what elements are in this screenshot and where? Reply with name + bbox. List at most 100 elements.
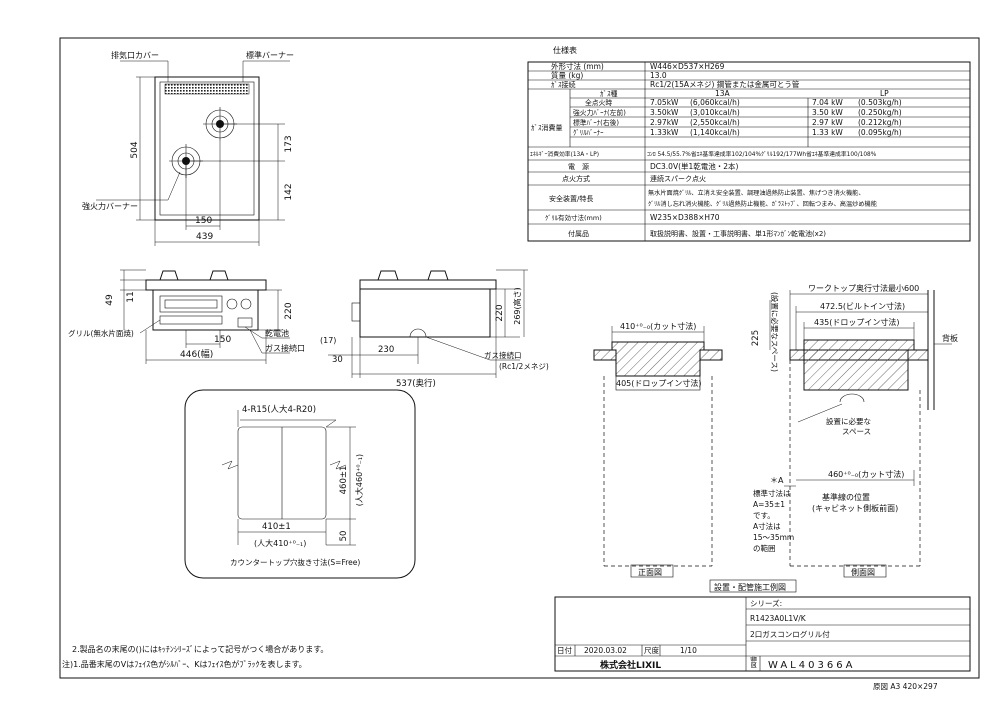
install-side-ref-2: (キャビネット側板前面)	[812, 503, 898, 513]
dim-17: (17)	[320, 336, 336, 345]
install-front-drop-dim: 405(ドロップイン寸法)	[616, 378, 702, 388]
title-block: シリーズ: R1423A0L1V/K 2口ガスコンログリル付 日付 2020.0…	[554, 596, 971, 691]
dim-220-front: 220	[284, 302, 294, 319]
grill-label: グリル(無水片面焼)	[68, 328, 134, 338]
svg-text:(1,140kcal/h): (1,140kcal/h)	[690, 128, 740, 137]
notes: 2.製品名の末尾の()にはｷｯﾁﾝｼﾘｰｽﾞによって記号がつく場合があります。 …	[62, 644, 328, 669]
install-side-ref-1: 基準線の位置	[822, 492, 870, 502]
dim-230: 230	[378, 345, 394, 355]
dim-446: 446(幅)	[180, 348, 213, 360]
svg-text:7.05kW: 7.05kW	[650, 98, 679, 107]
svg-text:2.97kW: 2.97kW	[650, 118, 679, 127]
spec-power-value: DC3.0V(単1乾電池・2本)	[650, 161, 739, 171]
spec-table: 仕様表 外形寸法 (mm) W446×D537×H269 質量 (kg) 13.…	[527, 45, 971, 242]
spec-gas-conn-label: ｶﾞｽ接続	[551, 80, 576, 89]
svg-text:(0.250kg/h): (0.250kg/h)	[858, 108, 902, 117]
spec-row-2: 標準ﾊﾞｰﾅ(右後) 2.97kW (2,550kcal/h) 2.97 kW …	[573, 118, 902, 127]
spec-ignition-value: 連続スパーク点火	[650, 174, 706, 183]
side-view: 220 269(高さ) (17) 30 230 537(奥行) ガス接続口 (R…	[320, 269, 549, 389]
dim-439: 439	[196, 232, 213, 242]
install-side-a-note: 標準寸法は A=35±1 です。 A寸法は 15～35mm の範囲	[753, 488, 794, 553]
install-side-builtin: 472.5(ビルトイン寸法)	[820, 301, 905, 311]
spec-mass-value: 13.0	[650, 71, 667, 80]
spec-col-lp: LP	[880, 89, 889, 98]
svg-text:(3,010kcal/h): (3,010kcal/h)	[690, 108, 740, 117]
svg-text:15～35mm: 15～35mm	[753, 533, 794, 542]
dim-220-side: 220	[495, 304, 505, 321]
install-side-a-mark: ＊A	[770, 476, 784, 485]
svg-text:A寸法は: A寸法は	[753, 521, 781, 531]
spec-power-label: 電 源	[568, 162, 589, 171]
drawing-no-label: 図番	[751, 656, 758, 668]
cutout-radius: 4-R15(人大4-R20)	[242, 404, 316, 415]
spec-energy-label: ｴﾈﾙｷﾞｰ消費効率(13A・LP)	[530, 150, 599, 158]
install-front-unit	[611, 341, 705, 377]
date-label: 日付	[557, 645, 572, 655]
top-view: 排気口カバー 標準バーナー 強火力バーナー 504 173 142 150 43…	[82, 50, 294, 246]
svg-text:(2,550kcal/h): (2,550kcal/h)	[690, 118, 740, 127]
dim-269: 269(高さ)	[512, 287, 522, 325]
spec-mass-label: 質量 (kg)	[551, 70, 583, 80]
install-front-view: 410⁺⁰₋₀(カット寸法) 405(ドロップイン寸法) 正面図	[593, 321, 723, 578]
spec-gas-type-label: ｶﾞｽ種	[600, 90, 618, 98]
front-view: 49 11 220 グリル(無水片面焼) 150 446(幅) 乾電池 ガス接続…	[68, 269, 305, 364]
series-label: シリーズ:	[750, 598, 782, 608]
front-trivets	[159, 270, 229, 281]
svg-text:ｸﾞﾘﾙﾊﾞｰﾅｰ: ｸﾞﾘﾙﾊﾞｰﾅｰ	[573, 129, 604, 137]
svg-text:の範囲: の範囲	[753, 543, 776, 553]
gas-port-icon	[409, 328, 427, 338]
counter-right	[699, 349, 723, 361]
front-knob-icon	[226, 298, 238, 310]
side-top-plate	[359, 279, 497, 290]
cutout-dim-410: 410±1	[262, 522, 291, 532]
cooktop-inner	[159, 81, 255, 216]
install-side-space-1: 設置に必要な	[826, 416, 871, 426]
cutout-dim-460: 460±1	[339, 466, 349, 495]
spec-grill-value: W235×D388×H70	[650, 213, 720, 222]
model-number: R1423A0L1V/K	[750, 614, 807, 623]
spec-accessory-value: 取扱説明書、設置・工事説明書、単1形ﾏﾝｶﾞﾝ乾電池(x2)	[650, 229, 826, 238]
dim-142: 142	[284, 183, 294, 200]
gas-port-label-side: ガス接続口	[484, 350, 522, 360]
install-side-dropin: 435(ドロップイン寸法)	[814, 317, 900, 327]
spec-gas-conn-value: Rc1/2(15Aメネジ) 鋼管または金属可とう管	[650, 79, 800, 89]
dim-173: 173	[284, 135, 294, 152]
spec-safety-label: 安全装置/特長	[549, 194, 593, 203]
svg-text:標準ﾊﾞｰﾅ(右後): 標準ﾊﾞｰﾅ(右後)	[573, 118, 619, 127]
cutout-drawing: 4-R15(人大4-R20) 410±1 (人大410⁺⁰₋₁) 460±1 (…	[184, 389, 416, 579]
install-side-space-2: スペース	[842, 427, 871, 436]
spec-dims-value: W446×D537×H269	[650, 62, 725, 71]
dim-30: 30	[332, 355, 343, 365]
dim-11: 11	[126, 291, 136, 302]
drawing-number: WAL40366A	[768, 660, 855, 671]
cutout-dim-50: 50	[339, 531, 349, 542]
counter-left	[593, 349, 617, 361]
cooktop-outline	[154, 76, 260, 221]
company-name: 株式会社LIXIL	[600, 659, 661, 671]
install-front-label: 正面図	[638, 568, 662, 577]
cutout-caption: カウンタートップ穴抜き寸法(S=Free)	[230, 557, 360, 567]
cutout-dim-460-sub: (人大460⁺⁰₋₁)	[354, 454, 364, 506]
dim-537: 537(奥行)	[396, 378, 436, 389]
side-trivets	[377, 270, 449, 281]
strong-burner-label: 強火力バーナー	[82, 201, 138, 211]
dim-150-top: 150	[195, 216, 212, 226]
dim-49: 49	[105, 294, 115, 306]
exhaust-grille	[164, 83, 250, 95]
scale-label: 尺度	[644, 645, 659, 655]
front-top-plate	[145, 279, 267, 291]
install-side-dim-225: 225	[751, 330, 761, 346]
svg-text:(0.212kg/h): (0.212kg/h)	[858, 118, 902, 127]
front-knob-2-icon	[240, 298, 252, 310]
gas-port-spec-side: (Rc1/2メネジ)	[499, 362, 549, 371]
spec-row-1: 強火力ﾊﾞｰﾅ(左前) 3.50kW (3,010kcal/h) 3.50 kW…	[573, 108, 902, 117]
svg-text:全点火時: 全点火時	[585, 98, 612, 107]
spec-row-3: ｸﾞﾘﾙﾊﾞｰﾅｰ 1.33kW (1,140kcal/h) 1.33 kW (…	[573, 128, 902, 137]
install-side-backboard: 背板	[942, 333, 958, 343]
install-side-unit	[803, 339, 915, 391]
svg-text:です。: です。	[753, 511, 775, 520]
install-side-view: ワークトップ奥行寸法最小600 472.5(ビルトイン寸法) 435(ドロップイ…	[751, 283, 958, 578]
scale-value: 1/10	[680, 646, 697, 655]
date-value: 2020.03.02	[584, 646, 627, 655]
